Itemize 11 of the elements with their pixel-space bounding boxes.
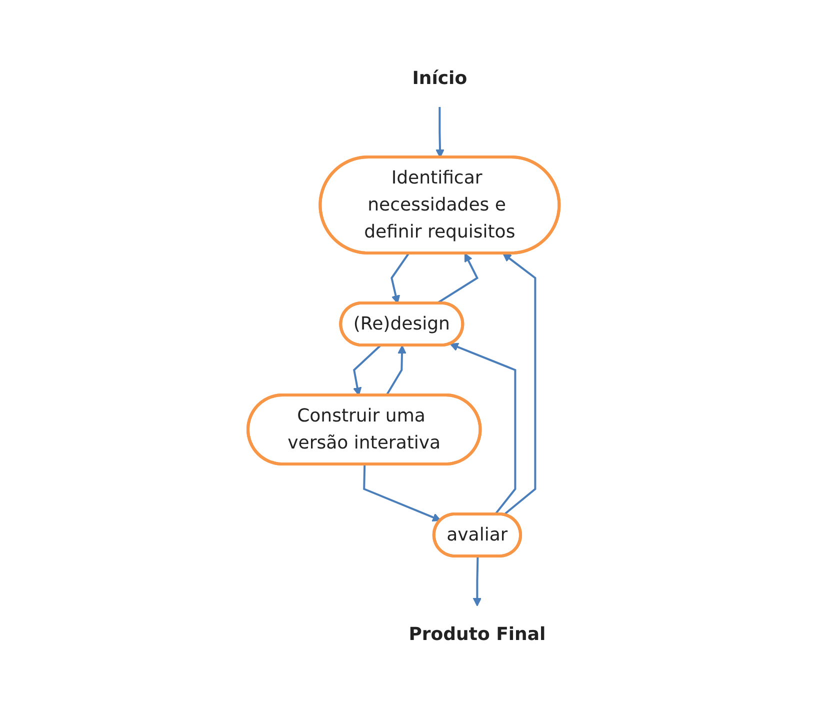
- arrow: [362, 464, 441, 522]
- arrow: [436, 253, 478, 304]
- arrow: [390, 252, 410, 304]
- arrow: [385, 345, 406, 396]
- arrow: [435, 107, 444, 158]
- arrow: [502, 253, 536, 516]
- arrow: [352, 344, 381, 396]
- arrow: [472, 556, 482, 606]
- node-text: Início: [412, 68, 467, 90]
- arrow: [449, 342, 516, 516]
- node-text: Produto Final: [408, 624, 546, 645]
